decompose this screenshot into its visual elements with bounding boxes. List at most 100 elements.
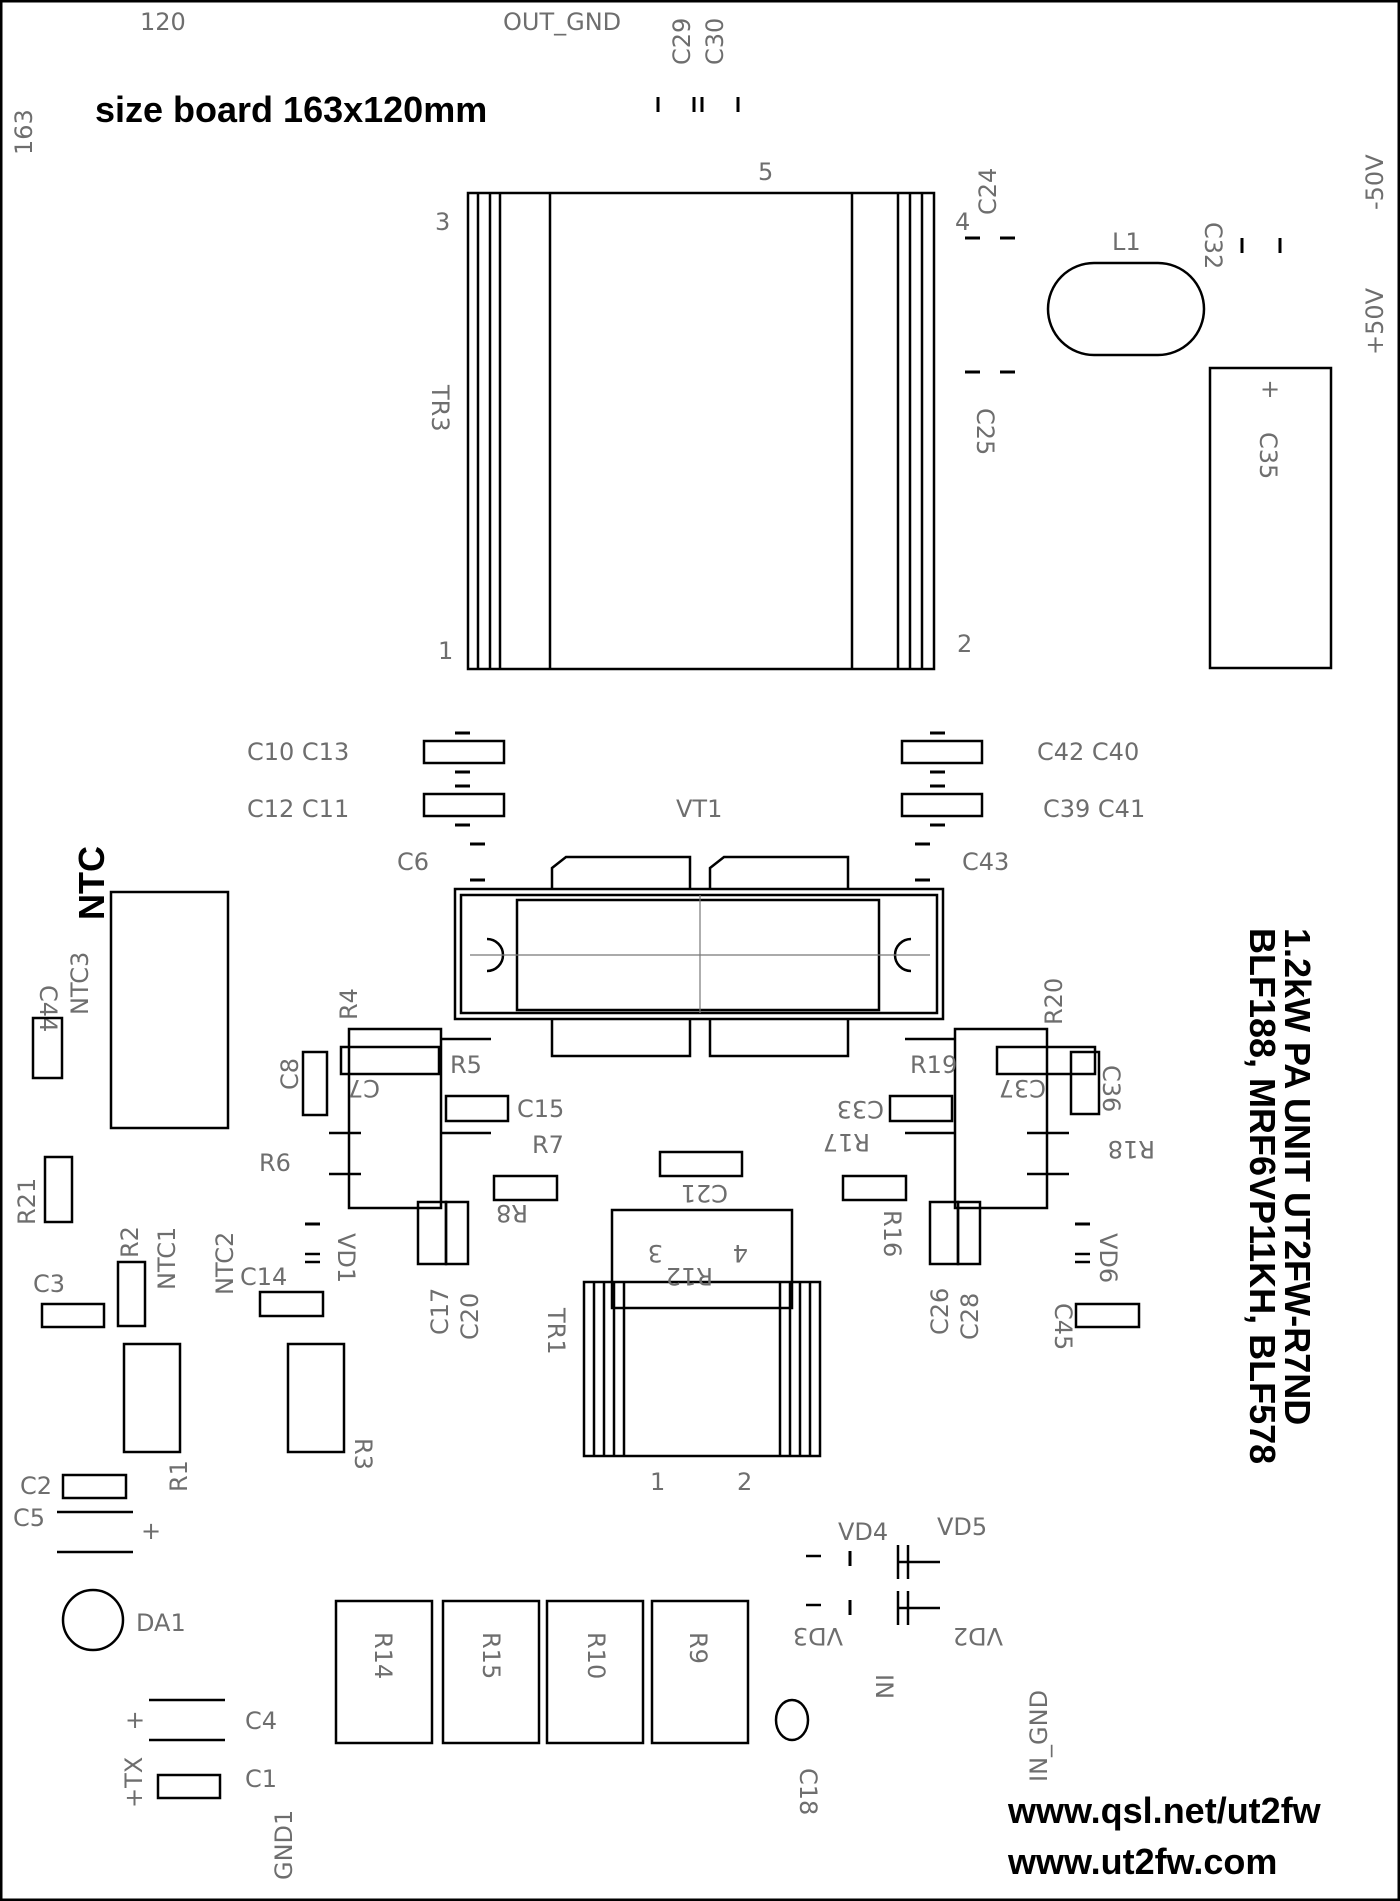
c18-label: C18 <box>794 1768 822 1815</box>
c32-pads <box>1240 238 1282 253</box>
c5-capacitor <box>57 1510 133 1554</box>
c12-c11-label: C12 C11 <box>247 795 349 823</box>
c35-capacitor <box>1208 366 1333 670</box>
da1-regulator <box>61 1588 125 1652</box>
right-cap-stack <box>900 731 984 882</box>
c10-c13-label: C10 C13 <box>247 738 349 766</box>
r10-label: R10 <box>582 1632 610 1679</box>
tr3-pin3: 3 <box>435 208 450 236</box>
r21-label: R21 <box>13 1178 41 1225</box>
da1-label: DA1 <box>136 1609 186 1637</box>
c18-capacitor <box>774 1698 810 1742</box>
r16-label: R16 <box>878 1210 906 1257</box>
r1-label: R1 <box>165 1460 193 1492</box>
c33-label: C33 <box>837 1095 884 1123</box>
c5-plus-marker: + <box>141 1517 161 1545</box>
r2-label: R2 <box>116 1226 144 1258</box>
c14-capacitor <box>258 1290 325 1318</box>
vd2-vd5-diodes <box>896 1545 940 1625</box>
c45-label: C45 <box>1049 1303 1077 1350</box>
c4-capacitor <box>149 1698 225 1742</box>
r8-label: R8 <box>496 1199 528 1227</box>
c7-label: C7 <box>348 1074 380 1102</box>
left-cap-stack <box>422 731 506 882</box>
r20-label: R20 <box>1040 978 1068 1025</box>
vt1-label: VT1 <box>676 795 722 823</box>
r8-resistor <box>492 1174 559 1202</box>
c2-label: C2 <box>20 1472 52 1500</box>
ntc2-label: NTC2 <box>211 1232 239 1295</box>
width-dimension-label: 120 <box>140 8 186 36</box>
c7-capacitor <box>339 1045 441 1076</box>
c26-c28-capacitors <box>928 1200 982 1266</box>
plus-tx-label: +TX <box>120 1757 148 1808</box>
ntc-sensor <box>109 890 230 1130</box>
c3-label: C3 <box>33 1270 65 1298</box>
tr1-label: TR1 <box>542 1307 570 1355</box>
c28-label: C28 <box>956 1293 984 1340</box>
tr1-pin2: 2 <box>737 1468 752 1496</box>
c2-capacitor <box>61 1473 128 1500</box>
c30-label: C30 <box>701 18 729 65</box>
r21-resistor <box>43 1155 74 1224</box>
vd5-label: VD5 <box>937 1513 987 1541</box>
c29-label: C29 <box>668 18 696 65</box>
vd3-label: VD3 <box>793 1622 843 1650</box>
c15-label: C15 <box>517 1095 564 1123</box>
c35-plus-marker: + <box>1260 375 1280 403</box>
right-bias-block <box>953 1027 1049 1210</box>
c8-label: C8 <box>276 1058 304 1090</box>
tr1-pin3: 3 <box>648 1239 663 1267</box>
tr3-pin5: 5 <box>758 158 773 186</box>
minus-50v-label: -50V <box>1361 154 1389 210</box>
ntc3-label: NTC3 <box>66 952 94 1015</box>
c37-label: C37 <box>999 1074 1046 1102</box>
c17-c20-capacitors <box>416 1200 470 1266</box>
out-gnd-label: OUT_GND <box>503 8 621 36</box>
tr3-label: TR3 <box>426 384 454 432</box>
tr1-pin4: 4 <box>733 1239 748 1267</box>
vt1-transistor <box>453 855 945 1058</box>
c36-capacitor <box>1069 1050 1101 1116</box>
c17-label: C17 <box>426 1288 454 1335</box>
c14-label: C14 <box>240 1263 287 1291</box>
c39-c41-label: C39 C41 <box>1043 795 1145 823</box>
vd6-diode <box>1075 1222 1090 1264</box>
c33-capacitor <box>888 1094 954 1123</box>
vd3-vd4-diodes <box>806 1551 852 1615</box>
c36-label: C36 <box>1097 1065 1125 1112</box>
r1-resistor <box>122 1342 182 1454</box>
tr3-pin1: 1 <box>438 637 453 665</box>
height-dimension-label: 163 <box>10 109 38 155</box>
r5-label: R5 <box>450 1051 482 1079</box>
c1-label: C1 <box>245 1765 277 1793</box>
c21-label: C21 <box>681 1179 728 1207</box>
title-line1: 1.2kW PA UNIT UT2FW-R7ND <box>1277 928 1318 1425</box>
c37-capacitor <box>995 1045 1097 1076</box>
left-bias-block <box>347 1027 443 1210</box>
c24-label: C24 <box>974 168 1002 215</box>
board-size-label: size board 163x120mm <box>95 89 487 130</box>
c43-label: C43 <box>962 848 1009 876</box>
left-bias-pads <box>329 1037 491 1176</box>
right-bias-pads <box>905 1037 1069 1176</box>
plus-50v-label: +50V <box>1361 287 1389 355</box>
footer-url-site[interactable]: www.ut2fw.com <box>1007 1841 1277 1882</box>
footer-url-qsl[interactable]: www.qsl.net/ut2fw <box>1007 1790 1322 1831</box>
ntc-label: NTC <box>71 846 112 920</box>
c25-label: C25 <box>971 408 999 455</box>
c15-capacitor <box>444 1094 510 1123</box>
c1-capacitor <box>156 1773 222 1800</box>
c5-label: C5 <box>13 1504 45 1532</box>
c44-label: C44 <box>34 985 62 1032</box>
c42-c40-label: C42 C40 <box>1037 738 1139 766</box>
c32-label: C32 <box>1199 222 1227 269</box>
c21-capacitor <box>658 1150 744 1178</box>
r18-label: R18 <box>1108 1135 1155 1163</box>
c44-capacitor <box>31 1016 64 1080</box>
vd1-label: VD1 <box>332 1233 360 1283</box>
c20-label: C20 <box>456 1293 484 1340</box>
tr1-transformer <box>582 1208 822 1458</box>
c8-capacitor <box>301 1050 329 1117</box>
